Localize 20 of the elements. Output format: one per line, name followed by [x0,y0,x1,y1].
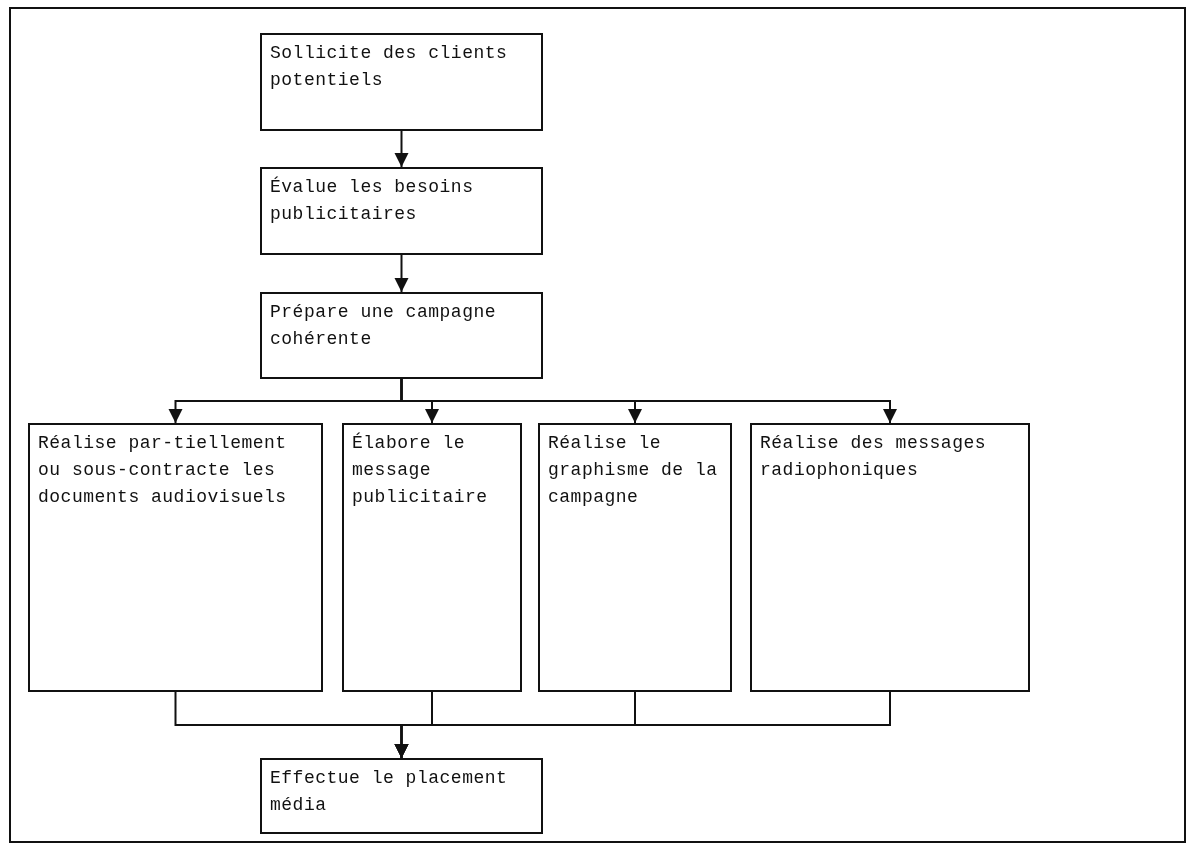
process-box [260,292,543,379]
step-text: Réalise des messages radiophoniques [760,432,988,482]
connector-arrow [400,378,897,424]
connector-arrow [394,130,409,168]
process-box [750,423,1030,692]
step-text: Réalise le graphisme de la campagne [548,432,719,509]
step-text: Effectue le placement média [270,767,509,817]
step-text: Élabore le message publicitaire [352,431,489,509]
step-text: Sollicite des clients potentiels [270,42,509,92]
connector-arrow [394,691,891,759]
process-box [342,423,522,692]
step-text: Prépare une campagne cohérente [270,301,498,351]
step-text: Évalue les besoins publicitaires [270,175,475,226]
process-box [260,33,543,131]
process-box [260,167,543,255]
process-box [538,423,732,692]
step-text: Réalise par-tiellement ou sous-contracte les documents audiovisuels [38,432,288,509]
connector-arrow [394,254,409,293]
process-box [260,758,543,834]
process-box [28,423,323,692]
